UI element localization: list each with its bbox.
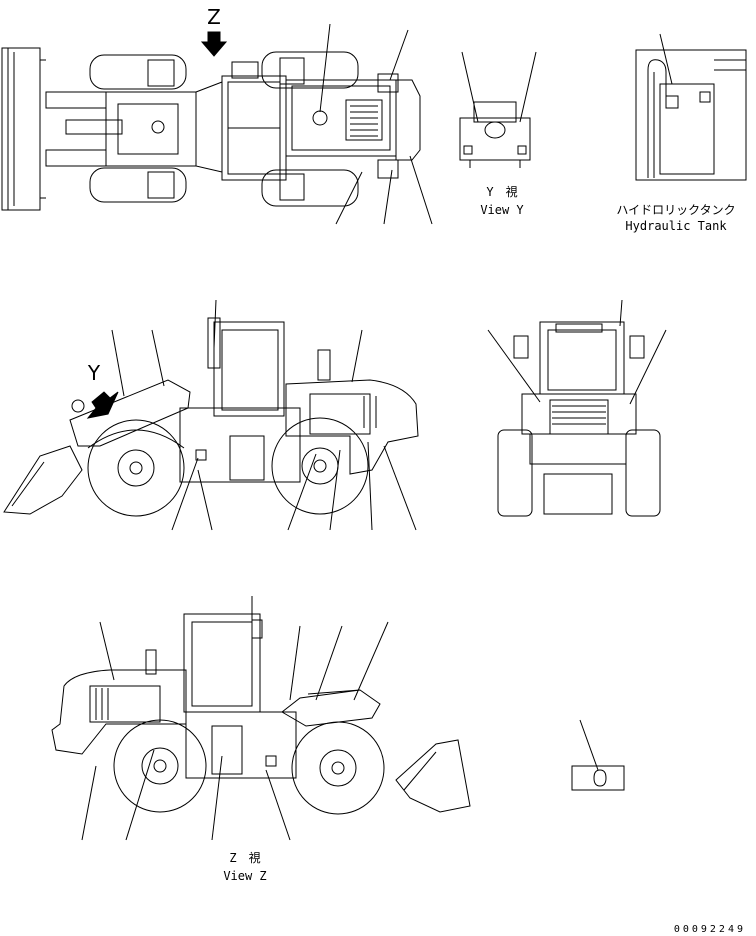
rear-view-loader [487,299,667,517]
right-side-view-loader [51,596,471,841]
view-z-arrow [200,31,228,57]
decal-symbol-box [571,719,625,791]
arrow-z-label: Z [207,5,221,29]
view-z-jp-label: Z 視 [229,850,260,865]
view-z-en-label: View Z [223,869,266,883]
view-y-jp-label: Y 視 [486,184,517,199]
view-y-detail [459,51,537,168]
arrow-y-label: Y [87,361,101,385]
view-y-en-label: View Y [480,203,524,217]
left-side-view-loader [3,299,419,531]
document-number: 00092249 [674,924,746,935]
hydraulic-tank-jp-label: ハイドロリックタンク [616,203,735,217]
top-view-loader [1,23,433,225]
hydraulic-tank-detail [635,33,747,181]
hydraulic-tank-en-label: Hydraulic Tank [625,219,727,233]
